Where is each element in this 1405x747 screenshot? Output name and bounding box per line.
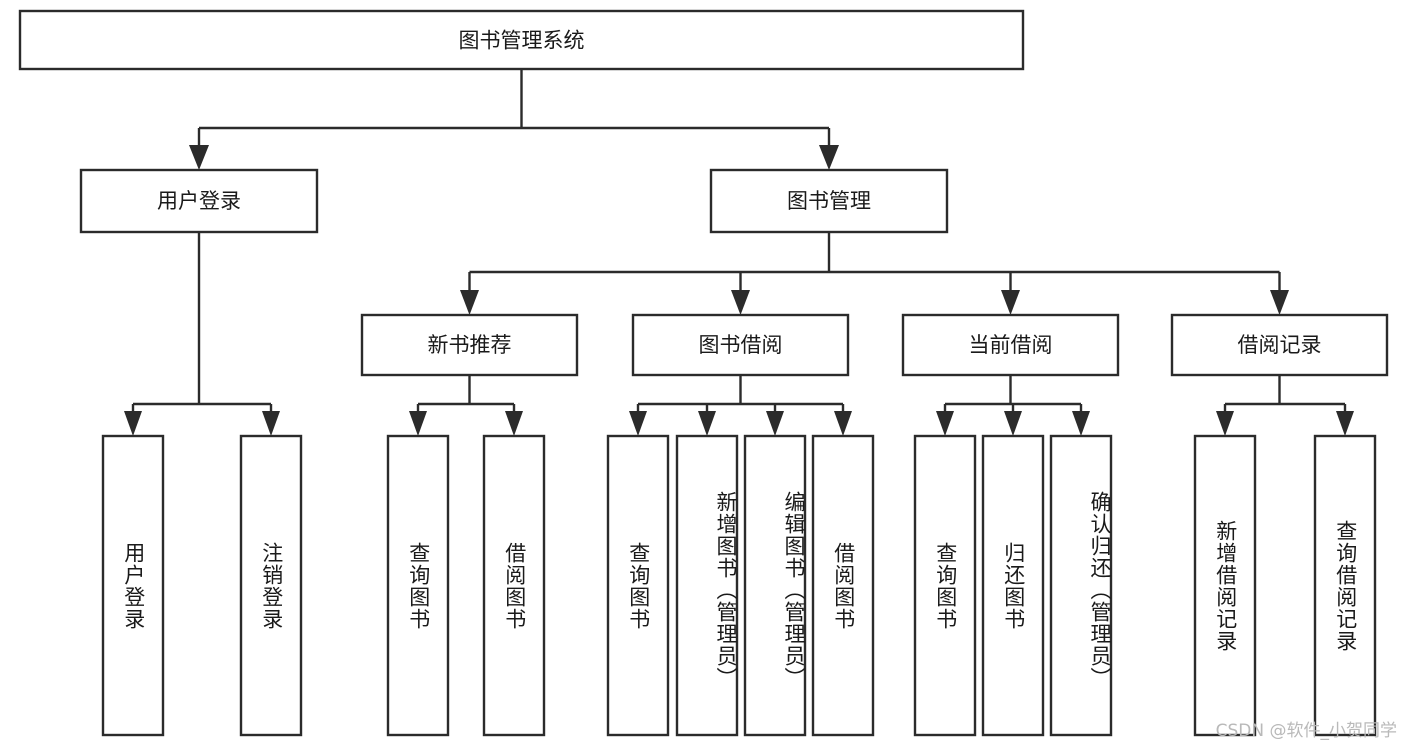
node-box-leaf-confirm-return[interactable] — [1049, 434, 1113, 737]
arrow-head-leaf-query-book-recommend — [409, 411, 427, 436]
node-box-borrow-records[interactable] — [1170, 313, 1389, 377]
node-label-root: 图书管理系统 — [459, 29, 585, 53]
arrow-head-leaf-edit-book — [766, 411, 784, 436]
horizontal-label-layer: 图书管理系统 用户登录 图书管理 新书推荐 图书借阅 当前借阅 借阅记录 — [157, 29, 1322, 358]
node-box-leaf-query-book-borrow[interactable] — [606, 434, 670, 737]
arrow-head-new-book-recommend — [460, 290, 479, 315]
arrow-head-leaf-user-login — [124, 411, 142, 436]
arrow-head-user-login — [189, 145, 209, 170]
node-box-layer — [18, 9, 1389, 737]
csdn-watermark: CSDN @软件_小贺同学 — [1215, 721, 1397, 741]
arrow-head-book-borrow — [731, 290, 750, 315]
node-label-user-login: 用户登录 — [157, 189, 241, 213]
arrow-head-leaf-add-borrow-record — [1216, 411, 1234, 436]
node-box-leaf-return-book[interactable] — [981, 434, 1045, 737]
node-box-book-borrow[interactable] — [631, 313, 850, 377]
arrow-head-leaf-add-book — [698, 411, 716, 436]
node-box-book-management[interactable] — [709, 168, 949, 234]
arrow-head-leaf-confirm-return — [1072, 411, 1090, 436]
arrow-head-current-borrow — [1001, 290, 1020, 315]
node-label-book-borrow: 图书借阅 — [699, 333, 783, 357]
arrow-head-leaf-query-borrow-record — [1336, 411, 1354, 436]
node-box-leaf-user-login[interactable] — [101, 434, 165, 737]
node-box-leaf-borrow-book[interactable] — [811, 434, 875, 737]
node-label-current-borrow: 当前借阅 — [969, 333, 1053, 357]
node-box-leaf-add-borrow-record[interactable] — [1193, 434, 1257, 737]
node-box-leaf-add-book[interactable] — [675, 434, 739, 737]
node-box-root[interactable] — [18, 9, 1025, 71]
arrow-head-leaf-logout — [262, 411, 280, 436]
arrow-head-leaf-query-book-current — [936, 411, 954, 436]
arrow-head-book-management — [819, 145, 839, 170]
node-box-leaf-query-book-recommend[interactable] — [386, 434, 450, 737]
node-box-current-borrow[interactable] — [901, 313, 1120, 377]
node-box-leaf-borrow-book-recommend[interactable] — [482, 434, 546, 737]
arrow-head-leaf-borrow-book-recommend — [505, 411, 523, 436]
arrow-head-borrow-records — [1270, 290, 1289, 315]
node-label-book-management: 图书管理 — [787, 189, 871, 213]
arrow-head-leaf-borrow-book — [834, 411, 852, 436]
node-box-leaf-logout[interactable] — [239, 434, 303, 737]
node-label-borrow-records: 借阅记录 — [1238, 333, 1322, 357]
node-box-leaf-query-borrow-record[interactable] — [1313, 434, 1377, 737]
node-box-leaf-edit-book[interactable] — [743, 434, 807, 737]
node-box-leaf-query-book-current[interactable] — [913, 434, 977, 737]
arrow-head-leaf-query-book-borrow — [629, 411, 647, 436]
connector-layer — [124, 69, 1354, 436]
node-box-user-login[interactable] — [79, 168, 319, 234]
arrow-head-leaf-return-book — [1004, 411, 1022, 436]
node-label-new-book-recommend: 新书推荐 — [428, 333, 512, 357]
node-box-new-book-recommend[interactable] — [360, 313, 579, 377]
